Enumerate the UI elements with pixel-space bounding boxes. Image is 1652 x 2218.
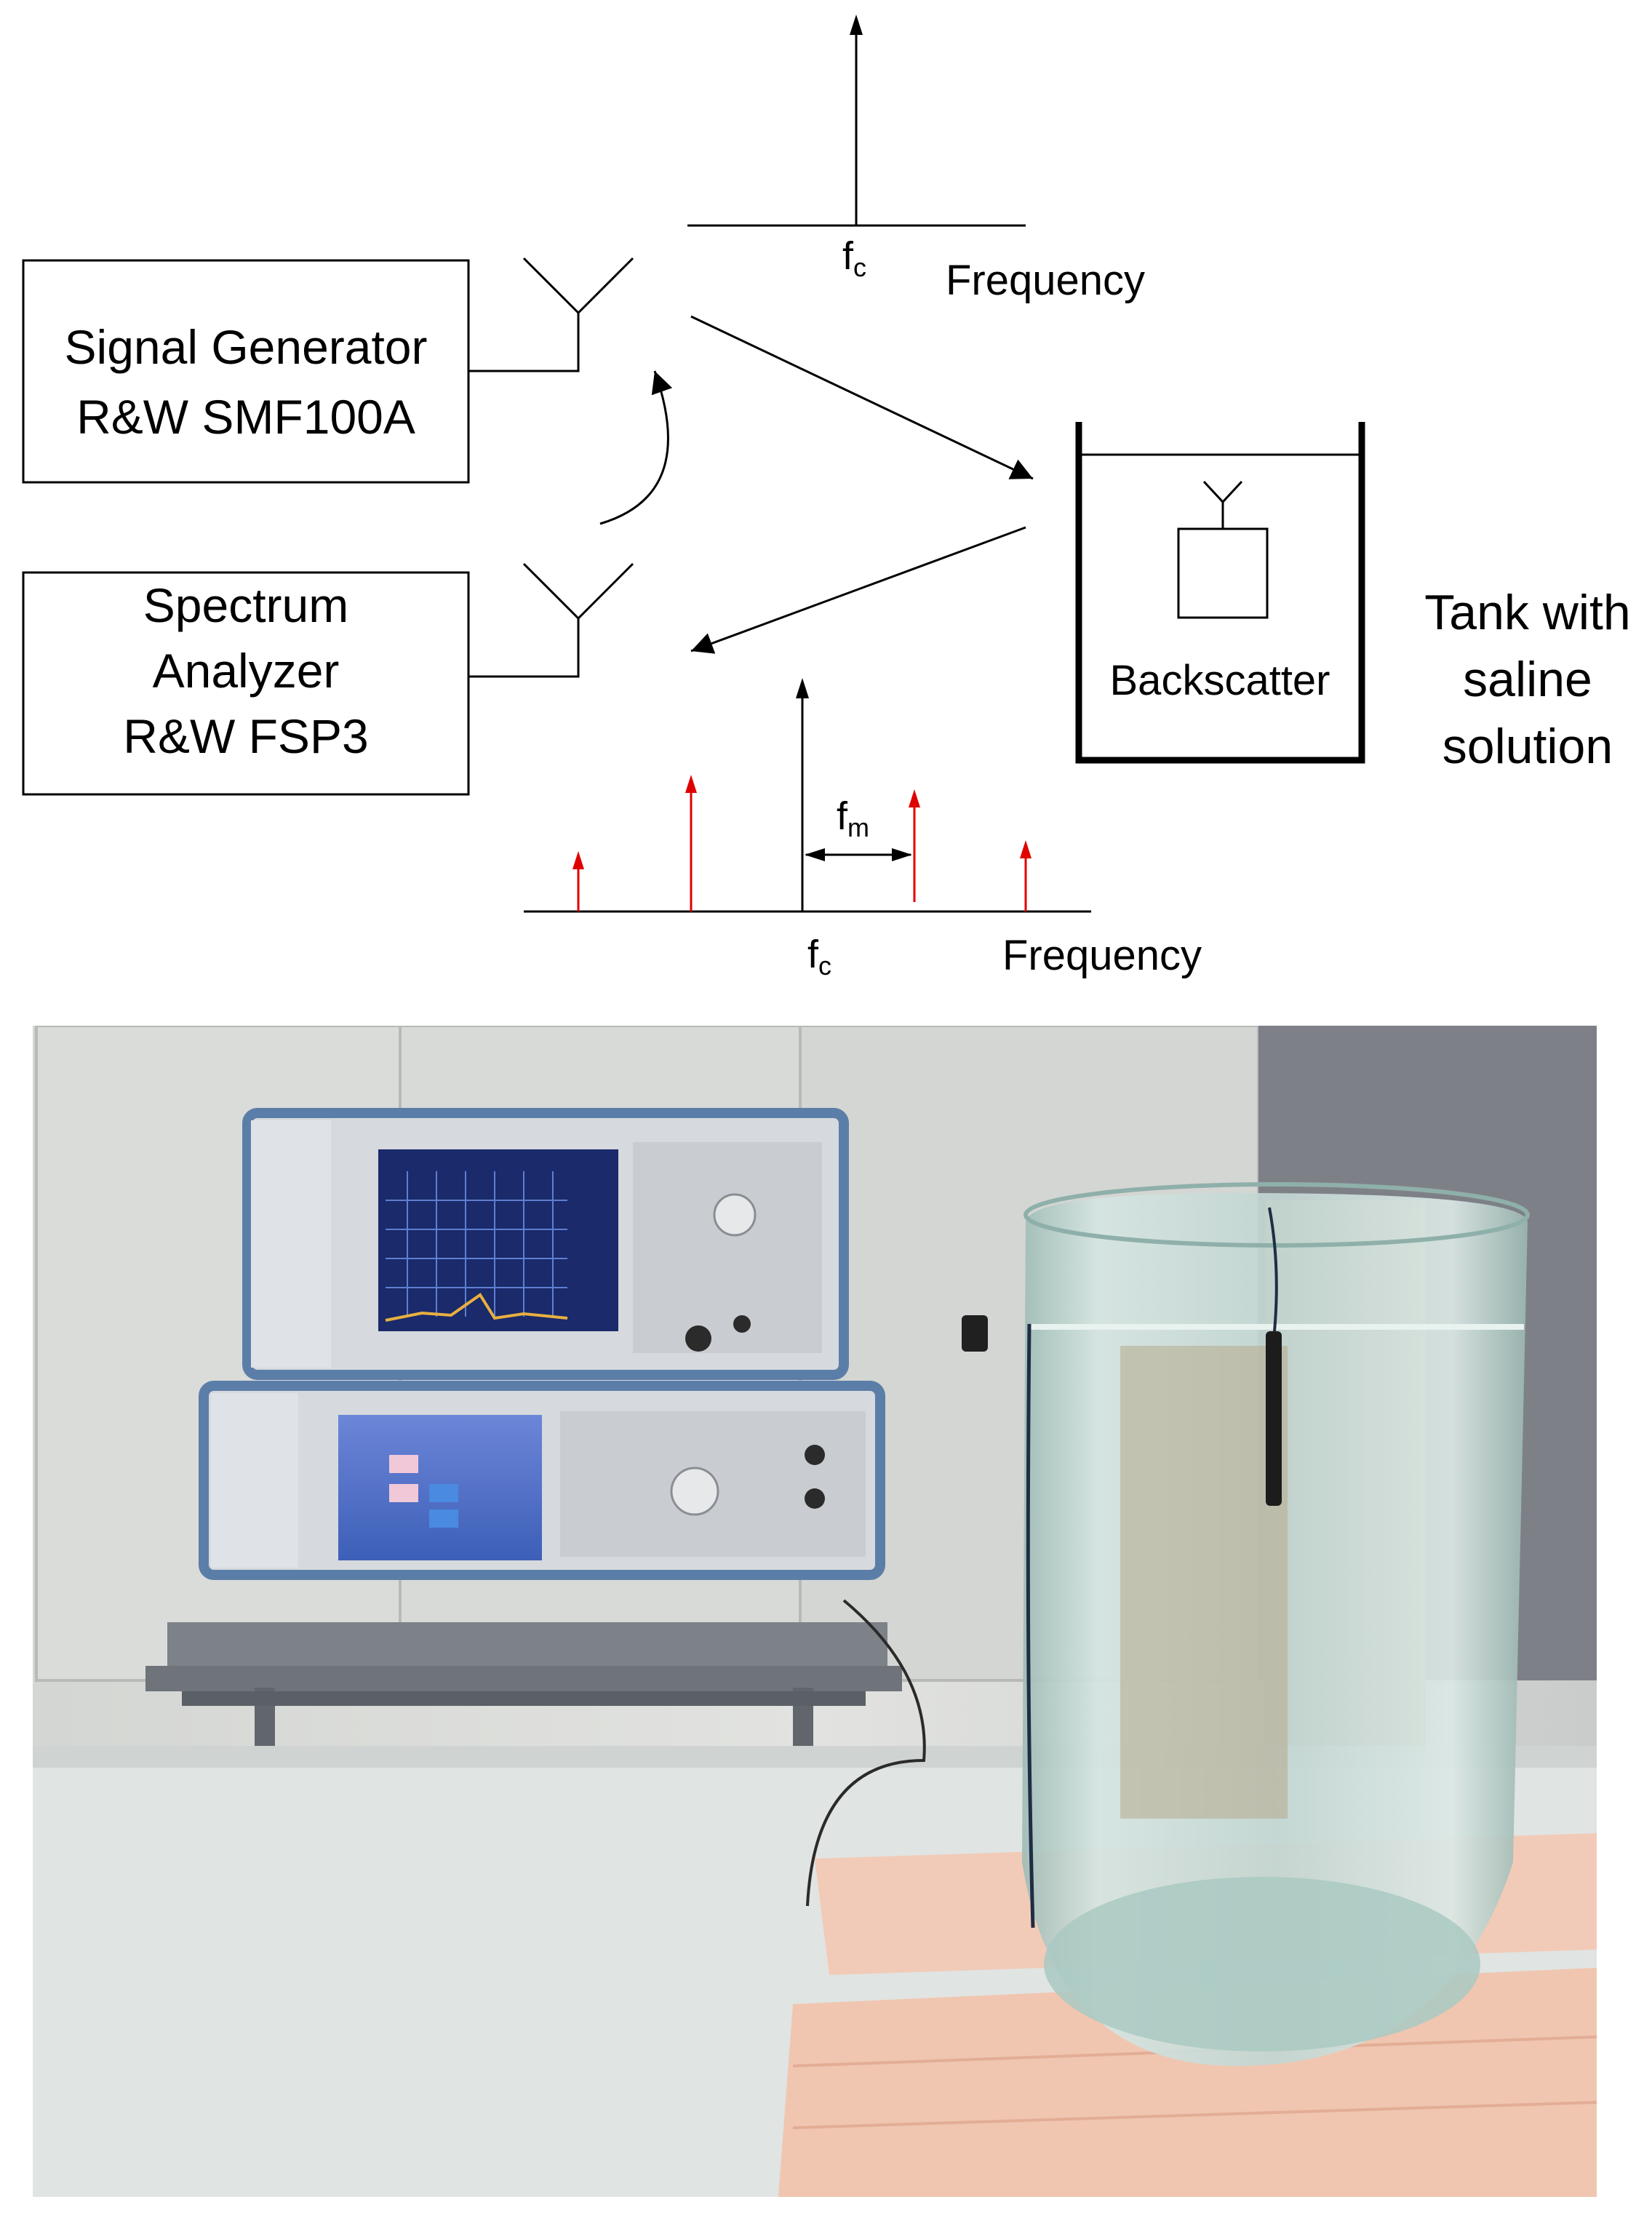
- spectrum-analyzer-line3: R&W FSP3: [123, 709, 368, 763]
- fm-label: fm: [837, 794, 869, 842]
- tx-antenna-icon: [468, 257, 634, 372]
- spectrum-analyzer-line1: Spectrum: [143, 578, 348, 632]
- incident-wave-arrow: [690, 315, 1034, 480]
- sideband-arrowhead-3: [909, 789, 920, 807]
- sideband-arrowhead-2: [685, 775, 697, 793]
- fm-arrowhead-left: [805, 848, 825, 861]
- water-surface: [1029, 1324, 1524, 1330]
- glass-tank: [1022, 1182, 1530, 2066]
- bottom-carrier-arrowhead: [796, 678, 809, 698]
- reflected-wave-arrow: [690, 526, 1026, 654]
- bottom-frequency-label: Frequency: [1002, 932, 1202, 979]
- sideband-arrowhead-1: [572, 851, 584, 869]
- tag-probe: [1266, 1331, 1282, 1506]
- rx-antenna-icon: [468, 562, 634, 678]
- bottom-fc-label: fc: [807, 933, 831, 981]
- spectrum-analyzer-device: [242, 1108, 849, 1380]
- signal-generator-device: [199, 1381, 885, 1580]
- cable: [806, 1599, 926, 1907]
- sideband-arrowhead-4: [1020, 840, 1031, 858]
- signal-generator-line1: Signal Generator: [65, 320, 428, 374]
- bottom-spectrum: fm fc Frequency: [524, 678, 1202, 981]
- measurement-setup-diagram: fc Frequency Signal Generator R&W SMF100…: [22, 15, 1631, 981]
- backscatter-label: Backscatter: [1110, 657, 1330, 704]
- coupling-arrow: [599, 370, 673, 525]
- tag-antenna-icon: [1202, 480, 1243, 529]
- signal-generator-block: Signal Generator R&W SMF100A: [22, 259, 470, 484]
- top-spectrum: fc Frequency: [687, 15, 1145, 304]
- signal-generator-line2: R&W SMF100A: [76, 390, 415, 444]
- spectrum-analyzer-line2: Analyzer: [153, 644, 340, 698]
- tank-block: Backscatter: [1075, 422, 1365, 764]
- tank-label-line3: solution: [1442, 719, 1613, 774]
- sideband-lines: [577, 789, 1027, 911]
- top-carrier-arrowhead: [850, 15, 863, 35]
- cabinet-lock: [962, 1315, 988, 1352]
- tank-label-line1: Tank with: [1424, 585, 1630, 640]
- analyzer-screen: [378, 1149, 618, 1331]
- top-frequency-label: Frequency: [946, 257, 1145, 304]
- cart: [145, 1622, 902, 1833]
- top-fc-label: fc: [842, 234, 866, 282]
- fm-arrowhead-right: [892, 848, 912, 861]
- spectrum-analyzer-block: Spectrum Analyzer R&W FSP3: [22, 571, 470, 796]
- tank-label-line2: saline: [1463, 652, 1592, 707]
